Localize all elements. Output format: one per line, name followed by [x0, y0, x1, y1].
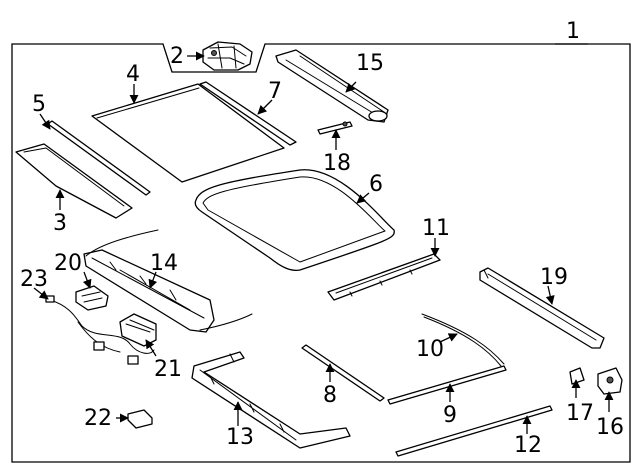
callout-21: 21 [154, 357, 182, 382]
callout-14: 14 [150, 251, 178, 276]
callout-12: 12 [514, 433, 542, 458]
part-18-bracket[interactable] [317, 121, 353, 135]
assembly-boundary [11, 43, 631, 463]
part-8-strip[interactable] [301, 344, 385, 402]
callout-10: 10 [416, 337, 444, 362]
callout-23: 23 [20, 267, 48, 292]
callout-3: 3 [53, 211, 67, 236]
callout-20: 20 [54, 251, 82, 276]
part-22-block[interactable] [127, 409, 153, 429]
part-11-rail[interactable] [327, 253, 441, 301]
callout-16: 16 [596, 415, 624, 440]
callout-8: 8 [323, 383, 337, 408]
callout-1: 1 [566, 19, 580, 44]
part-4-glass-panel[interactable] [91, 83, 285, 183]
callout-6: 6 [369, 172, 383, 197]
part-5-strip[interactable] [47, 120, 151, 196]
callout-22: 22 [84, 406, 112, 431]
part-17-clip[interactable] [569, 367, 585, 385]
part-6-frame-seal[interactable] [194, 169, 395, 272]
part-9-strip[interactable] [387, 365, 507, 405]
part-19-side-rail[interactable] [479, 267, 605, 349]
part-13-frame[interactable] [191, 351, 351, 449]
callout-4: 4 [126, 62, 140, 87]
part-15-sunshade[interactable] [275, 49, 389, 123]
part-2-motor[interactable] [202, 41, 253, 71]
part-20-module[interactable] [75, 285, 109, 311]
callout-2: 2 [170, 44, 184, 69]
callout-labels: 1 2 3 4 5 6 7 8 9 10 11 12 13 14 15 16 1… [20, 19, 624, 458]
callout-15: 15 [356, 51, 384, 76]
callout-7: 7 [268, 79, 282, 104]
part-14-drive-housing[interactable] [83, 229, 253, 333]
part-12-strip[interactable] [395, 405, 553, 457]
part-7-seal-strip[interactable] [199, 81, 297, 146]
part-23-harness[interactable] [45, 295, 155, 365]
part-10-strip[interactable] [421, 313, 505, 367]
callout-13: 13 [226, 425, 254, 450]
part-21-switch[interactable] [119, 313, 157, 347]
leader-lines [33, 51, 614, 434]
part-3-deflector[interactable] [15, 143, 133, 219]
callout-18: 18 [323, 151, 351, 176]
part-16-connector[interactable] [597, 367, 623, 395]
callout-11: 11 [422, 216, 450, 241]
callout-5: 5 [32, 92, 46, 117]
callout-19: 19 [540, 265, 568, 290]
callout-17: 17 [566, 401, 594, 426]
callout-9: 9 [443, 403, 457, 428]
